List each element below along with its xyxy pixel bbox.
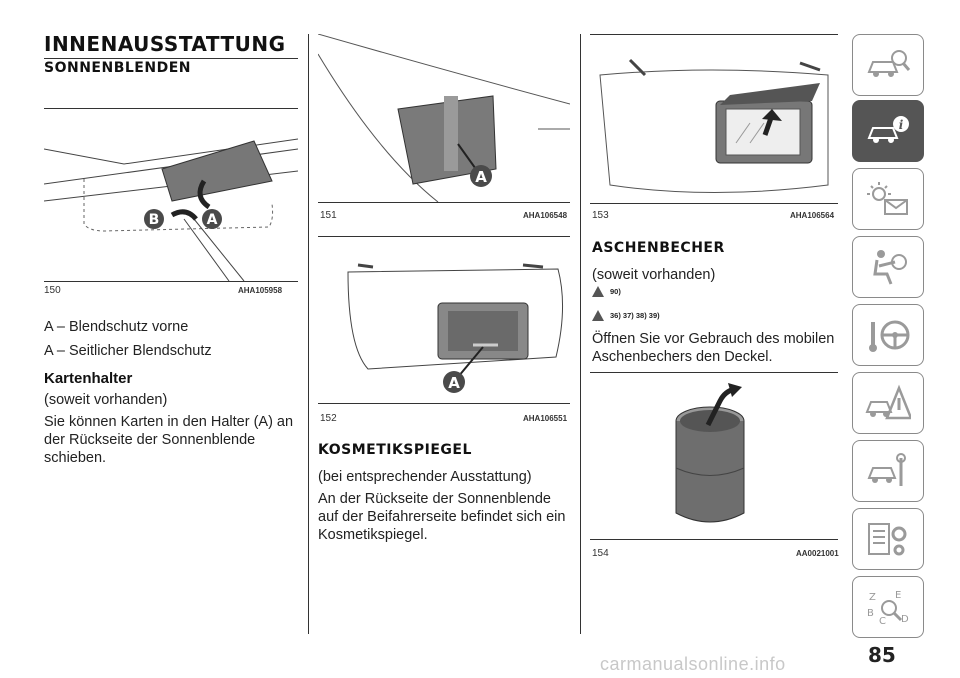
sunvisor-illustration: B A <box>44 138 298 281</box>
warning-ref-2-label: 36) 37) 38) 39) <box>610 311 660 320</box>
figure-number-150: 150 <box>44 285 61 296</box>
figure-150: B A <box>44 108 298 282</box>
callout-a-151: A <box>470 165 492 187</box>
note-soweit-vorhanden-2: (soweit vorhanden) <box>592 267 716 283</box>
paragraph-aschenbecher: Öffnen Sie vor Gebrauch des mobilen Asch… <box>592 331 835 365</box>
column-2-text: KOSMETIKSPIEGEL (bei entsprechender Auss… <box>318 442 570 544</box>
car-info-icon: i <box>867 116 909 143</box>
car-search-icon <box>867 50 911 77</box>
figure-number-154: 154 <box>592 548 609 559</box>
figure-number-152: 152 <box>320 413 337 424</box>
heading-sonnenblenden: SONNENBLENDEN <box>44 60 191 76</box>
figure-code-154: AA0021001 <box>796 549 839 558</box>
svg-text:A: A <box>448 374 460 392</box>
figure-code-151: AHA106548 <box>523 211 568 220</box>
page-number: 85 <box>868 643 896 667</box>
airbag-seat-icon <box>873 250 907 285</box>
visor-card-holder-illustration: A <box>318 34 570 202</box>
svg-text:A: A <box>207 212 218 228</box>
svg-text:i: i <box>899 118 904 132</box>
tab-alphabet-index[interactable]: Z E B C D <box>852 576 924 638</box>
warning-ref-2: 36) 37) 38) 39) <box>592 310 660 321</box>
figure-number-151: 151 <box>320 210 337 221</box>
column-3-text: ASCHENBECHER (soweit vorhanden) <box>592 240 840 284</box>
steering-key-icon <box>869 320 910 352</box>
heading-kosmetikspiegel: KOSMETIKSPIEGEL <box>318 442 472 458</box>
svg-text:E: E <box>895 590 901 601</box>
tab-breakdown[interactable] <box>852 372 924 434</box>
tab-car-search[interactable] <box>852 34 924 96</box>
tab-data-gears[interactable] <box>852 508 924 570</box>
svg-text:B: B <box>149 212 160 228</box>
figure-code-152: AHA106551 <box>523 414 568 423</box>
note-soweit-vorhanden: (soweit vorhanden) <box>44 392 168 408</box>
portable-ashtray-illustration <box>675 383 745 523</box>
warning-lights-icon <box>867 182 908 215</box>
watermark: carmanualsonline.info <box>600 654 786 674</box>
svg-text:B: B <box>867 608 874 619</box>
column-1-text: A – Blendschutz vorne A – Seitlicher Ble… <box>44 318 298 467</box>
warning-triangle-icon <box>592 310 604 321</box>
tab-steering-key[interactable] <box>852 304 924 366</box>
callout-a-152: A <box>443 371 465 393</box>
figure-154 <box>590 372 838 540</box>
paragraph-kosmetikspiegel: An der Rückseite der Sonnenblende auf de… <box>318 491 566 543</box>
callout-a: A <box>202 209 222 229</box>
svg-text:A: A <box>475 168 487 186</box>
legend-line-2: A – Seitlicher Blendschutz <box>44 343 212 359</box>
alphabet-index-icon: Z E B C D <box>867 590 909 626</box>
tab-warning-lights[interactable] <box>852 168 924 230</box>
heading-aschenbecher: ASCHENBECHER <box>592 240 725 256</box>
paragraph-kartenhalter: Sie können Karten in den Halter (A) an d… <box>44 414 294 466</box>
lit-vanity-mirror-illustration <box>599 58 829 193</box>
note-ausstattung: (bei entsprechender Ausstattung) <box>318 469 532 485</box>
section-title: INNENAUSSTATTUNG <box>44 32 298 59</box>
tab-car-info[interactable]: i <box>852 100 924 162</box>
figure-153 <box>590 34 838 204</box>
svg-text:D: D <box>901 614 909 625</box>
figure-code-150: AHA105958 <box>238 286 283 295</box>
column-divider-2 <box>580 34 581 634</box>
breakdown-icon <box>865 384 911 420</box>
warning-ref-1: 90) <box>592 286 621 297</box>
column-3-paragraph: Öffnen Sie vor Gebrauch des mobilen Asch… <box>592 330 840 366</box>
figure-151: A <box>318 34 570 203</box>
warning-triangle-icon <box>592 286 604 297</box>
figure-number-153: 153 <box>592 210 609 221</box>
svg-text:C: C <box>879 616 886 626</box>
callout-b: B <box>144 209 164 229</box>
figure-code-153: AHA106564 <box>790 211 835 220</box>
tab-airbag-seat[interactable] <box>852 236 924 298</box>
car-service-icon <box>867 453 906 486</box>
figure-152: A <box>318 236 570 404</box>
tab-car-service[interactable] <box>852 440 924 502</box>
warning-ref-1-label: 90) <box>610 287 621 296</box>
column-divider-1 <box>308 34 309 634</box>
legend-line-1: A – Blendschutz vorne <box>44 319 189 335</box>
data-gears-icon <box>868 523 907 556</box>
subheading-kartenhalter: Kartenhalter <box>44 370 133 387</box>
svg-text:Z: Z <box>869 592 876 603</box>
vanity-mirror-illustration: A <box>347 263 563 393</box>
